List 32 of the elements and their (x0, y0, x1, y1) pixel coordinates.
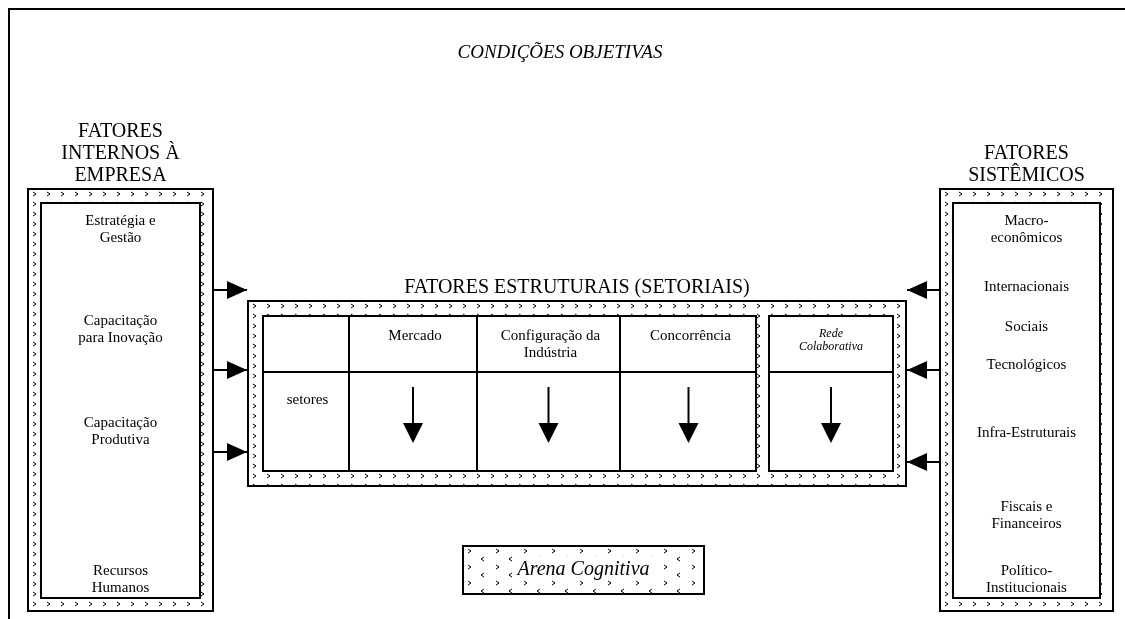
group-heading: FATORES ESTRUTURAIS (SETORIAIS) (403, 275, 751, 297)
factor-item: Internacionais (983, 278, 1070, 295)
column-header: Concorrência (649, 327, 732, 344)
factor-item: Infra-Estruturais (975, 424, 1078, 441)
factor-item: Fiscais e Financeiros (990, 498, 1063, 531)
arrow (213, 361, 248, 379)
factor-item: Político-Institucionais (985, 562, 1068, 595)
network-box (768, 315, 894, 472)
factor-item: Capacitação para Inovação (77, 312, 164, 345)
factor-item: Capacitação Produtiva (82, 414, 159, 447)
frame-heading: CONDIÇÕES OBJETIVAS (456, 42, 664, 63)
arrow (213, 281, 248, 299)
column-header: Rede Colaborativa (798, 327, 864, 354)
factor-item: Estratégia e Gestão (84, 212, 157, 245)
factor-item: Recursos Humanos (90, 562, 151, 595)
sector-table (262, 315, 757, 472)
row-header: setores (285, 391, 330, 408)
arrow (906, 453, 940, 471)
factor-item: Sociais (1003, 318, 1050, 335)
arrow (906, 361, 940, 379)
diagram-frame (8, 8, 1125, 619)
column-header: Mercado (387, 327, 443, 344)
factor-group (247, 277, 907, 487)
arena-box (462, 545, 705, 595)
arrow (213, 443, 248, 461)
arrow (906, 281, 940, 299)
group-heading: FATORES INTERNOS À EMPRESA (60, 119, 181, 185)
column-header: Configuração da Indústria (500, 327, 601, 360)
arena-label: Arena Cognitiva (513, 557, 654, 579)
group-heading: FATORES SISTÊMICOS (967, 141, 1086, 185)
factor-item: Tecnológicos (985, 356, 1068, 373)
factor-item: Macro-econômicos (989, 212, 1064, 245)
